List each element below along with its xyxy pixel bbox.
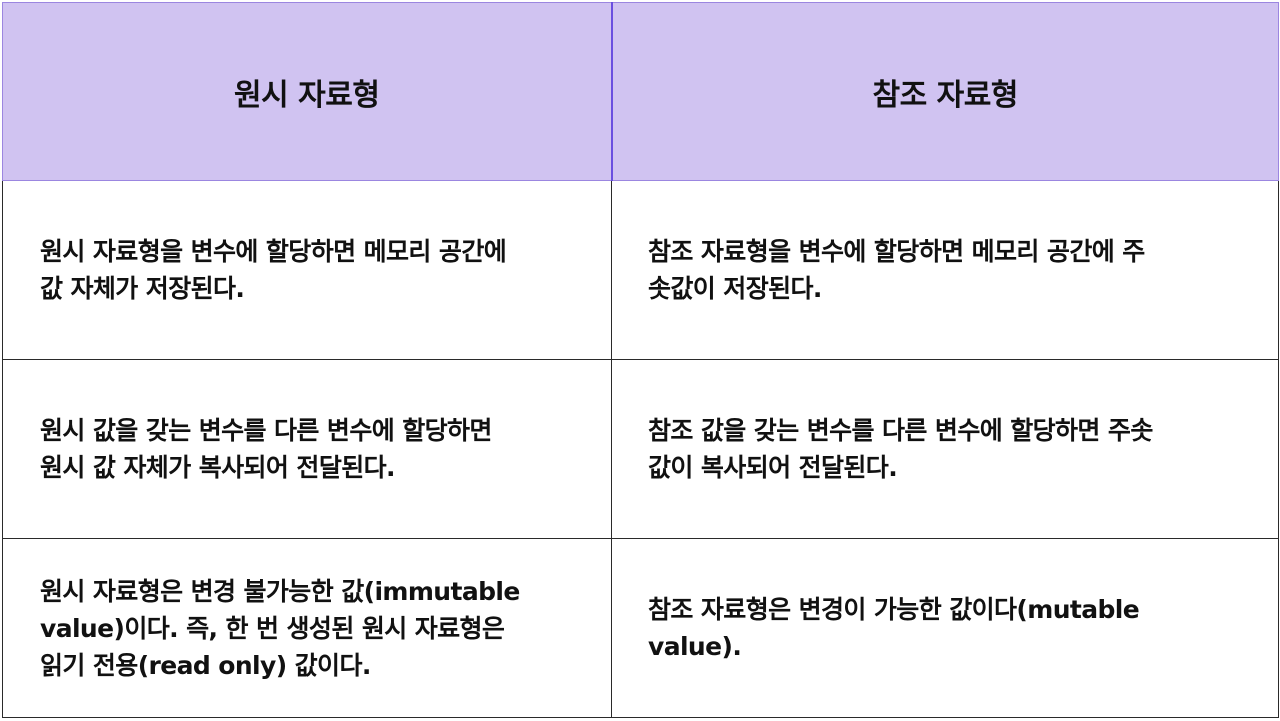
- table-row: 원시 값을 갖는 변수를 다른 변수에 할당하면 원시 값 자체가 복사되어 전…: [2, 359, 1279, 539]
- cell-reference-copy: 참조 값을 갖는 변수를 다른 변수에 할당하면 주솟 값이 복사되어 전달된다…: [611, 359, 1279, 539]
- header-row: 원시 자료형 참조 자료형: [2, 2, 1279, 181]
- header-primitive-types: 원시 자료형: [2, 2, 612, 181]
- cell-reference-mutability: 참조 자료형은 변경이 가능한 값이다(mutable value).: [611, 538, 1279, 718]
- header-reference-types: 참조 자료형: [610, 2, 1279, 181]
- table-row: 원시 자료형은 변경 불가능한 값(immutable value)이다. 즉,…: [2, 538, 1279, 718]
- table-header: 원시 자료형 참조 자료형: [2, 2, 1279, 181]
- table-row: 원시 자료형을 변수에 할당하면 메모리 공간에 값 자체가 저장된다. 참조 …: [2, 180, 1279, 360]
- cell-primitive-copy: 원시 값을 갖는 변수를 다른 변수에 할당하면 원시 값 자체가 복사되어 전…: [2, 359, 612, 539]
- table-body: 원시 자료형을 변수에 할당하면 메모리 공간에 값 자체가 저장된다. 참조 …: [2, 180, 1279, 718]
- cell-primitive-mutability: 원시 자료형은 변경 불가능한 값(immutable value)이다. 즉,…: [2, 538, 612, 718]
- cell-primitive-storage: 원시 자료형을 변수에 할당하면 메모리 공간에 값 자체가 저장된다.: [2, 180, 612, 360]
- cell-reference-storage: 참조 자료형을 변수에 할당하면 메모리 공간에 주 솟값이 저장된다.: [611, 180, 1279, 360]
